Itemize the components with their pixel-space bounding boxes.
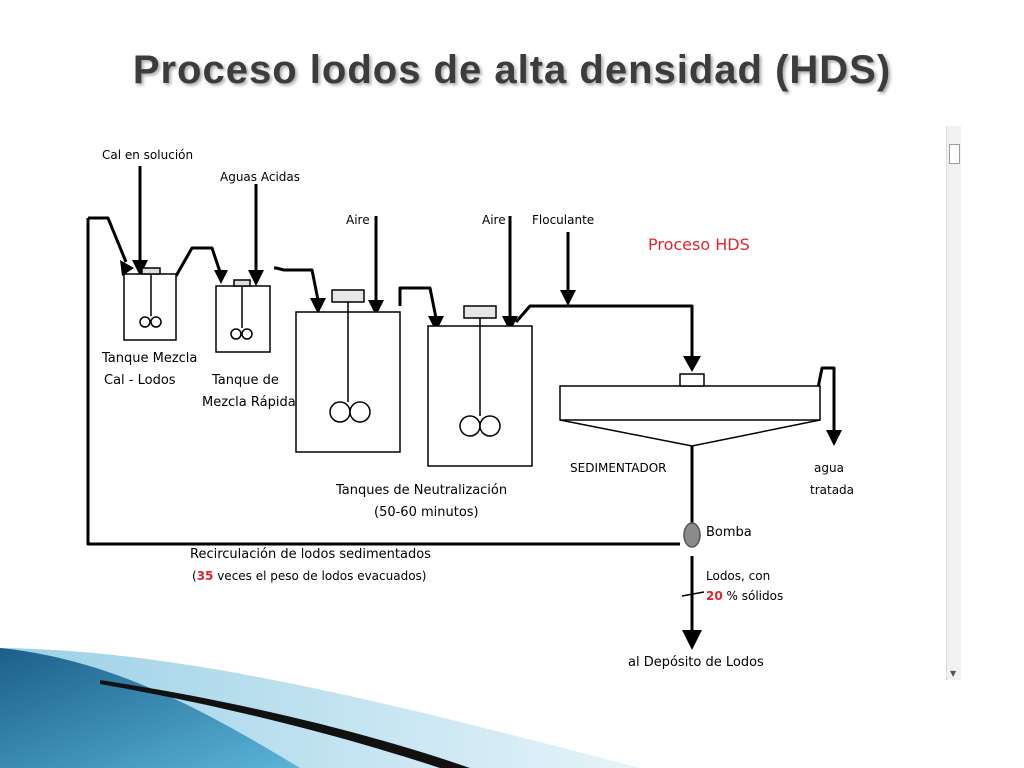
recirculacion-open: ( (192, 569, 197, 583)
sedimentador-feed-well (679, 373, 705, 387)
label-cal: Cal en solución (102, 148, 193, 162)
arrow-into-sedimentador (683, 356, 701, 372)
agua-tratada-line (816, 366, 836, 432)
bomba-pump (683, 522, 701, 548)
tanque-neutralizacion-1-impeller-r (349, 401, 371, 423)
lodos-slash (681, 591, 705, 597)
label-sedimentador: SEDIMENTADOR (570, 461, 667, 475)
arrow-aire1 (368, 300, 384, 316)
label-tanque-rapida-2: Mezcla Rápida (202, 395, 296, 410)
slide-title: Proceso lodos de alta densidad (HDS) (132, 48, 892, 92)
tanque-neutralizacion-2-impeller-l (459, 415, 481, 437)
tanque-mezcla-impeller-l (139, 316, 151, 328)
connector-3 (398, 286, 438, 319)
label-proceso-hds: Proceso HDS (648, 235, 750, 254)
arrow-into-neutral2 (428, 316, 444, 332)
label-tanque-mezcla-1: Tanque Mezcla (101, 351, 197, 366)
label-deposito: al Depósito de Lodos (628, 655, 764, 670)
tanque-mezcla-impeller-r (150, 316, 162, 328)
diagram-scrollbar[interactable]: ▼ (946, 126, 961, 680)
connector-2 (274, 266, 320, 301)
hds-process-diagram: Cal en solución Aguas Acidas Aire Aire F… (64, 126, 960, 680)
arrow-inlet (120, 260, 134, 276)
tanque-neutralizacion-1-impeller-l (329, 401, 351, 423)
scroll-down-icon[interactable]: ▼ (950, 669, 957, 678)
tanque-rapida-motor (233, 279, 251, 287)
tanque-neutralizacion-2-impeller-r (479, 415, 501, 437)
label-tanque-mezcla-2: Cal - Lodos (104, 373, 176, 388)
tanque-neutralizacion-2-motor (463, 305, 497, 319)
recirculation-line (86, 218, 680, 546)
connector-1 (174, 246, 222, 277)
label-lodos-2: 20 % sólidos (706, 589, 783, 603)
label-recirculacion: Recirculación de lodos sedimentados (190, 547, 431, 562)
label-aire-2: Aire (482, 213, 506, 227)
diagram-canvas: Cal en solución Aguas Acidas Aire Aire F… (86, 148, 854, 670)
tanque-mezcla (123, 273, 177, 341)
label-neutralizacion-2: (50-60 minutos) (374, 505, 479, 520)
lodos-pct: 20 (706, 589, 723, 603)
scroll-thumb[interactable] (949, 144, 960, 164)
arrow-floculante (560, 290, 576, 306)
arrow-into-rapida (214, 270, 228, 284)
label-lodos-1: Lodos, con (706, 569, 770, 583)
arrow-cal (132, 260, 148, 276)
label-agua-2: tratada (810, 483, 854, 497)
label-aire-1: Aire (346, 213, 370, 227)
tanque-rapida-impeller-r (241, 328, 253, 340)
arrow-into-neutral1 (310, 298, 326, 314)
tanque-mezcla-motor (141, 267, 161, 275)
deco-dark-stripe (100, 680, 470, 768)
label-bomba: Bomba (706, 525, 752, 540)
connector-4 (514, 304, 694, 360)
tanque-rapida-impeller-l (230, 328, 242, 340)
recirculacion-count: 35 (197, 569, 214, 583)
tanque-rapida (215, 285, 271, 353)
label-recirculacion-sub: (35 veces el peso de lodos evacuados) (192, 569, 426, 583)
arrow-aguas (248, 270, 264, 286)
arrow-aire2 (502, 316, 518, 332)
tanque-neutralizacion-1-motor (331, 289, 365, 303)
label-aguas: Aguas Acidas (220, 170, 300, 184)
label-floculante: Floculante (532, 213, 594, 227)
arrow-agua (826, 430, 842, 446)
lodos-rest: % sólidos (723, 589, 784, 603)
inlet-line (88, 216, 128, 263)
label-neutralizacion-1: Tanques de Neutralización (335, 483, 507, 498)
arrowheads (120, 260, 842, 650)
arrow-deposito (682, 630, 702, 650)
sedimentador-tank (559, 385, 821, 447)
label-tanque-rapida-1: Tanque de (211, 373, 279, 388)
recirculacion-rest: veces el peso de lodos evacuados) (213, 569, 426, 583)
label-agua-1: agua (814, 461, 844, 475)
